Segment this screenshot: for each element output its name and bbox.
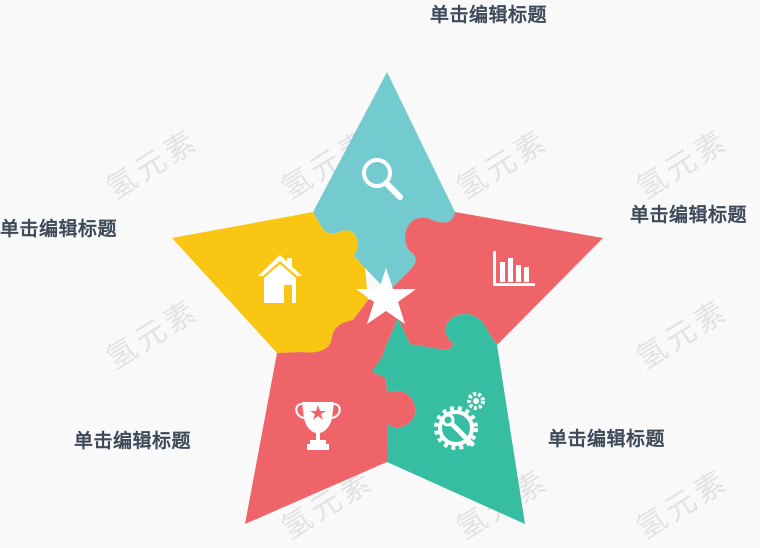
title-right[interactable]: 单击编辑标题 — [630, 204, 748, 226]
bar-chart-icon — [493, 251, 535, 286]
magnifier-icon — [362, 158, 403, 200]
title-bottom-left[interactable]: 单击编辑标题 — [74, 430, 192, 452]
title-top[interactable]: 单击编辑标题 — [430, 4, 548, 26]
gear-wrench-icon — [434, 392, 485, 450]
title-left[interactable]: 单击编辑标题 — [0, 218, 118, 240]
center-star — [356, 268, 416, 324]
title-bottom-right[interactable]: 单击编辑标题 — [548, 428, 666, 450]
trophy-icon — [295, 402, 341, 450]
house-icon — [258, 255, 302, 303]
puzzle-star-diagram — [172, 72, 603, 524]
